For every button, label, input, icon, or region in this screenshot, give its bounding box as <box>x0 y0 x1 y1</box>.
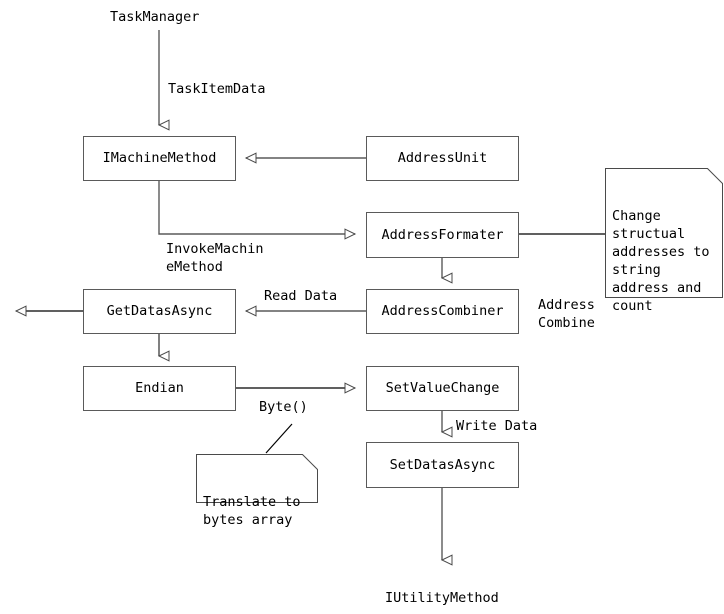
note-fold-icon <box>707 168 723 184</box>
note-address-change-text: Change structual addresses to string add… <box>612 207 710 314</box>
note-translate-text: Translate to bytes array <box>203 493 301 528</box>
edge-label-readdata: Read Data <box>264 288 338 304</box>
endpoint-iutilitymethod: IUtilityMethod <box>385 590 499 606</box>
edge-label-addresscombine: Address Combine <box>538 297 595 331</box>
edge-imachinemethod-to-addressformater <box>158 181 357 240</box>
node-endian[interactable]: Endian <box>83 366 236 411</box>
node-addressunit[interactable]: AddressUnit <box>366 136 519 181</box>
edge-label-taskitemdata: TaskItemData <box>168 81 266 97</box>
edge-note-translate-to-byte-label <box>265 423 293 454</box>
node-getdatasasync[interactable]: GetDatasAsync <box>83 289 236 334</box>
node-setdatasasync[interactable]: SetDatasAsync <box>366 442 519 488</box>
node-imachinemethod[interactable]: IMachineMethod <box>83 136 236 181</box>
node-setvaluechange[interactable]: SetValueChange <box>366 366 519 411</box>
endpoint-taskmanager: TaskManager <box>110 9 200 25</box>
edge-label-byte: Byte() <box>259 399 308 415</box>
note-translate: Translate to bytes array <box>196 454 318 528</box>
note-address-change: Change structual addresses to string add… <box>605 168 723 314</box>
edge-label-invokemachinemethod: InvokeMachin eMethod <box>166 241 264 275</box>
node-addresscombiner[interactable]: AddressCombiner <box>366 289 519 334</box>
node-addressformater[interactable]: AddressFormater <box>366 212 519 258</box>
note-fold-icon <box>302 454 318 470</box>
edge-label-writedata: Write Data <box>456 418 538 434</box>
